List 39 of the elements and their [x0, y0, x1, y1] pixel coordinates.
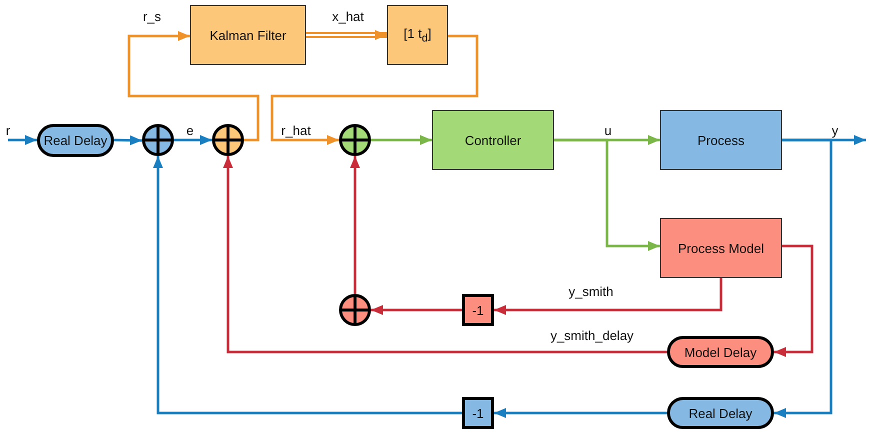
gain-block: -1 [462, 294, 494, 326]
arrow [223, 156, 667, 354]
process-box: Process Model [660, 218, 782, 278]
arrow [494, 408, 667, 418]
arrow [306, 30, 387, 40]
edge-label: e [186, 123, 194, 138]
summing-junction [339, 294, 371, 326]
summing-junction [142, 124, 174, 156]
arrow [774, 138, 832, 418]
arrow [153, 156, 462, 414]
edge-label: y_smith_delay [550, 328, 634, 343]
arrow [554, 138, 660, 251]
arrow [494, 278, 722, 315]
process-box: [1 t$_{d}$] [387, 5, 448, 65]
edge-label: y [832, 123, 838, 138]
edge-label: u [604, 123, 612, 138]
summing-junction [339, 124, 371, 156]
arrow [114, 135, 142, 146]
arrow [8, 135, 37, 145]
arrow [371, 305, 462, 315]
edge-label: r [6, 123, 10, 138]
edge-label: r_s [142, 9, 162, 24]
process-box: Process [660, 110, 782, 170]
edge-label: y_smith [568, 284, 614, 299]
process-box: Controller [432, 110, 554, 170]
arrow [174, 135, 212, 145]
delay-block: Real Delay [667, 397, 774, 429]
edge-label: x_hat [332, 9, 364, 24]
arrow [350, 156, 360, 294]
summing-junction [212, 124, 244, 156]
arrow [371, 135, 432, 145]
gain-block: -1 [462, 397, 494, 429]
arrow [774, 244, 814, 357]
arrow [270, 34, 478, 145]
edge-label: r_hat [281, 123, 311, 138]
delay-block: Model Delay [667, 336, 774, 368]
delay-block: Real Delay [37, 124, 114, 157]
arrow [128, 31, 260, 142]
process-box: Kalman Filter [190, 5, 306, 65]
